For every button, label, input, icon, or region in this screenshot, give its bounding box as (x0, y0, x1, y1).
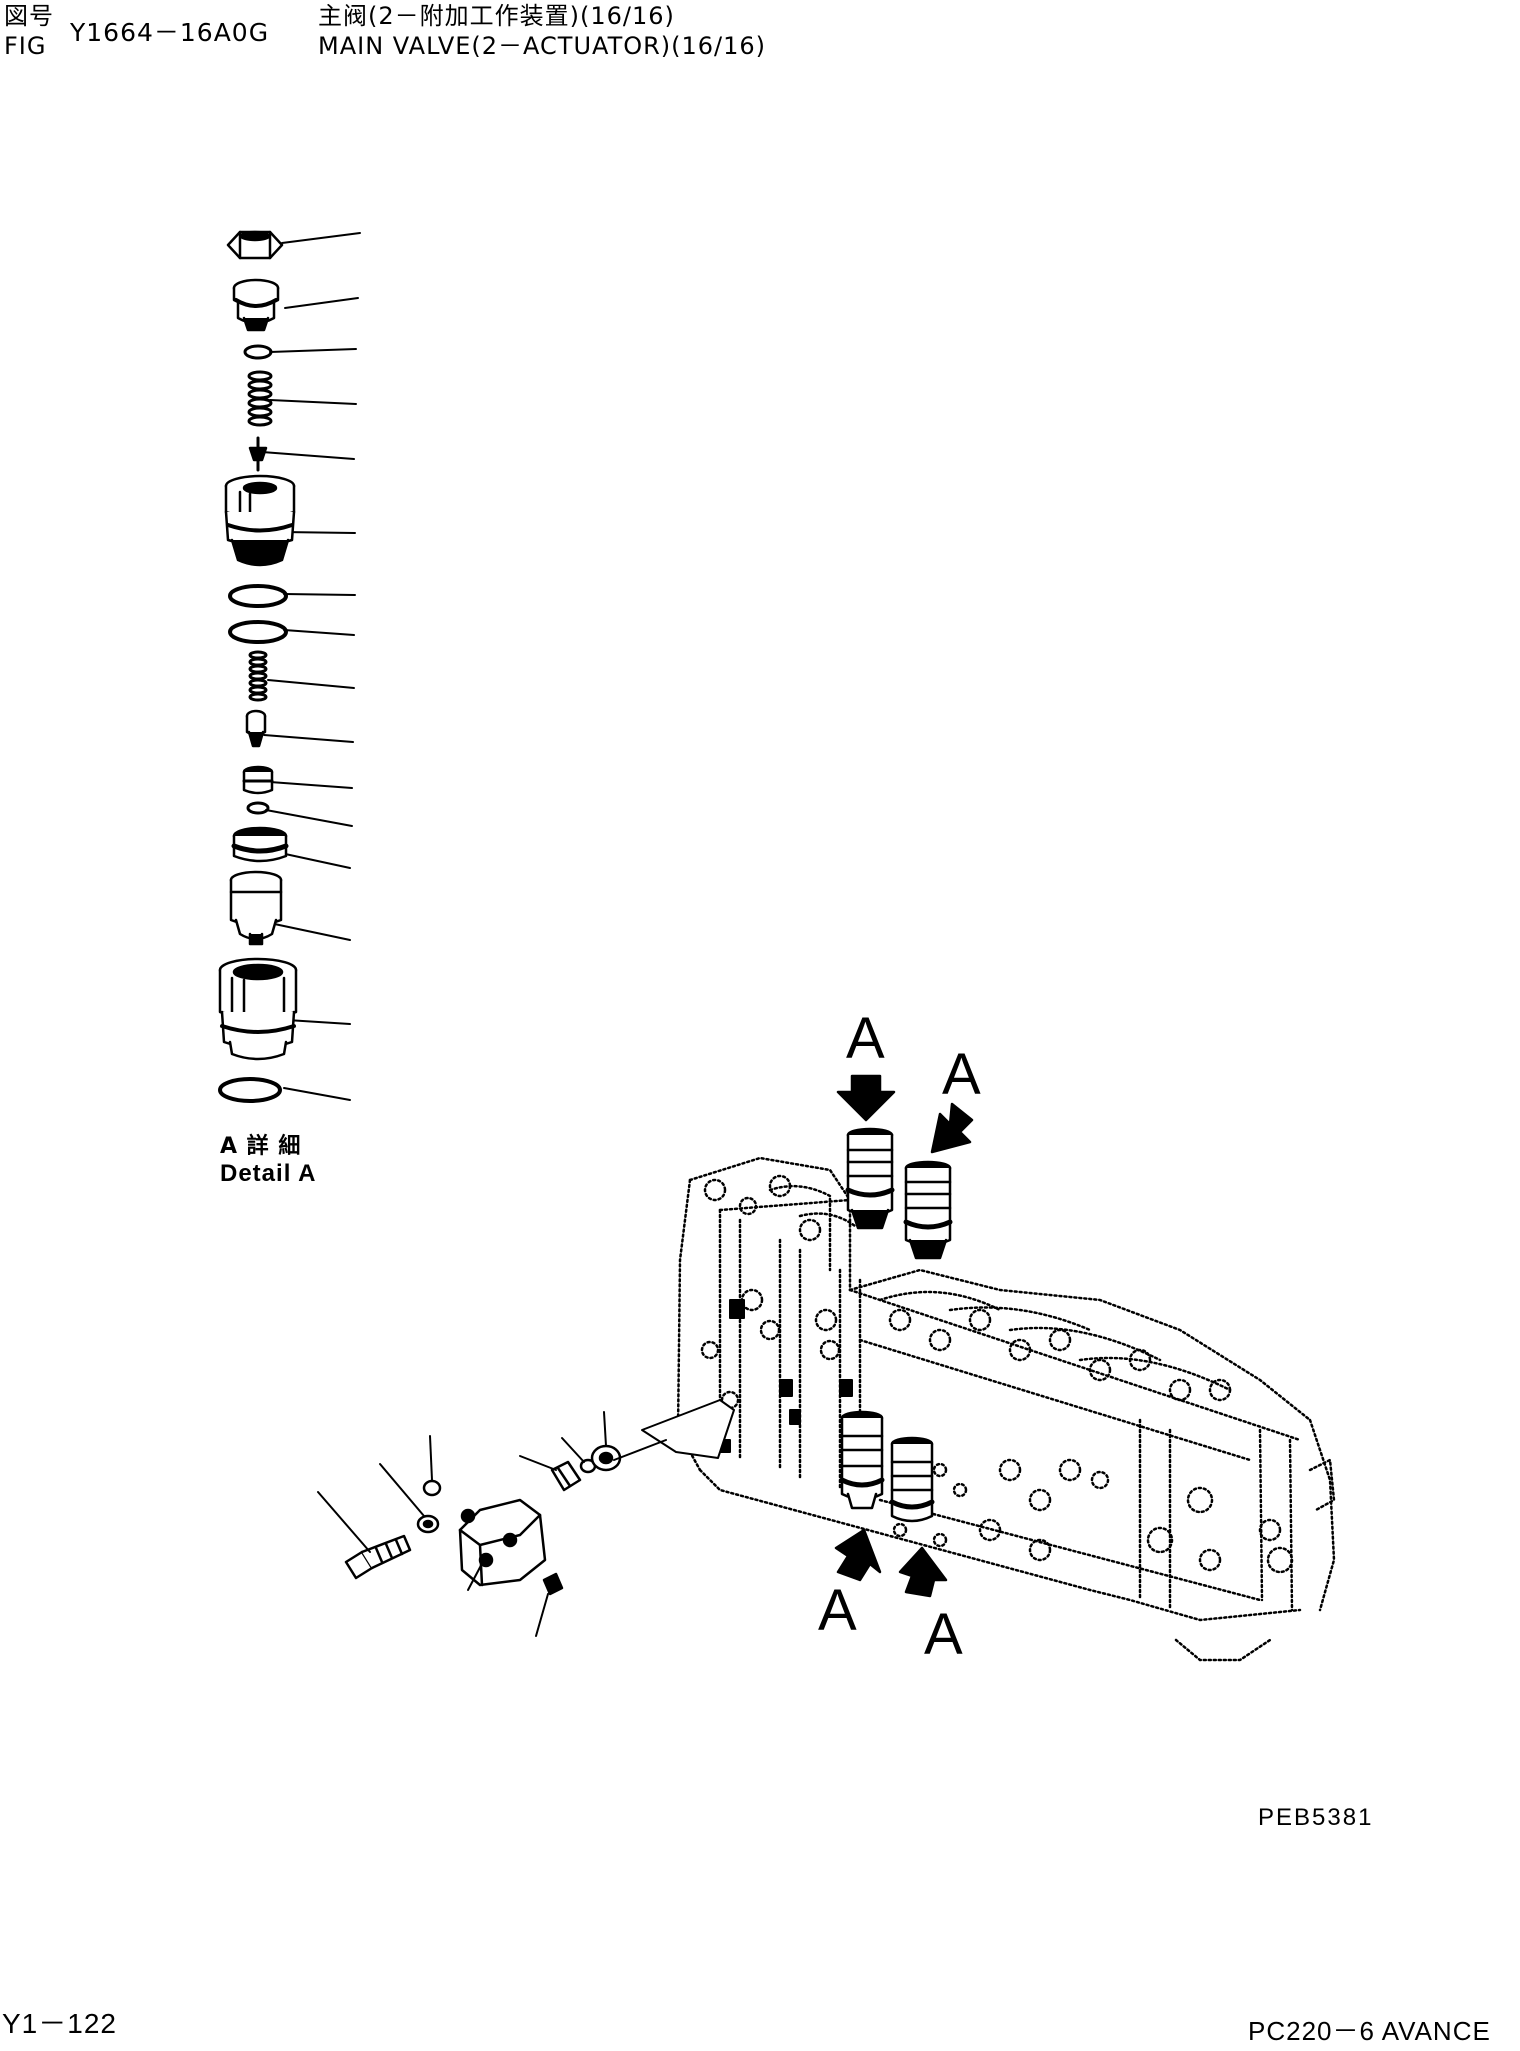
part-plug (232, 278, 280, 332)
fig-number: Y1664－16A0G (70, 18, 270, 47)
main-valve-block (676, 1156, 1336, 1662)
arrow-a-down-1 (836, 1074, 896, 1122)
fig-label-en: FIG (4, 32, 47, 60)
cartridge-upper-1 (845, 1127, 895, 1230)
part-collar (231, 826, 289, 863)
title-en: MAIN VALVE(2－ACTUATOR)(16/16) (318, 32, 767, 60)
part-spring-2 (248, 650, 268, 702)
arrow-a-up-1 (834, 1528, 882, 1582)
callout-a-3: A (818, 1578, 857, 1643)
fig-label-jp: 図号 (4, 2, 54, 30)
part-oring-1 (228, 584, 288, 608)
cartridge-lower-1 (839, 1410, 885, 1510)
part-poppet-1 (248, 436, 268, 472)
cartridge-lower-2 (889, 1436, 935, 1523)
callout-a-1: A (846, 1006, 885, 1071)
detail-label-en: Detail A (220, 1160, 317, 1187)
cartridge-upper-2 (903, 1160, 953, 1260)
arrow-a-up-2 (898, 1546, 948, 1598)
callout-a-2: A (942, 1042, 981, 1107)
part-oring-2 (228, 620, 288, 644)
part-seat (229, 870, 283, 946)
part-oring-small-2 (246, 801, 270, 815)
callout-a-4: A (924, 1602, 963, 1667)
block-solid-details (719, 1299, 853, 1453)
part-poppet-2 (245, 709, 267, 748)
drawing-code: PEB5381 (1258, 1804, 1374, 1831)
lower-left-parts (317, 1399, 735, 1637)
title-jp: 主阀(2－附加工作装置)(16/16) (318, 2, 675, 30)
part-sleeve (242, 765, 274, 795)
part-valve-body (224, 474, 296, 567)
model-name: PC220－6 AVANCE (1248, 2016, 1491, 2046)
part-spring-1 (247, 370, 273, 427)
page-number: Y1－122 (2, 2008, 117, 2039)
part-oring-small-1 (243, 344, 273, 360)
part-oring-large (218, 1077, 282, 1103)
arrow-a-down-2 (930, 1102, 974, 1154)
detail-label-jp: A 詳 細 (220, 1134, 302, 1159)
part-housing (218, 957, 298, 1061)
leader-lines (261, 232, 361, 1101)
detail-a-stack (218, 230, 361, 1103)
part-hex-nut (226, 230, 284, 260)
